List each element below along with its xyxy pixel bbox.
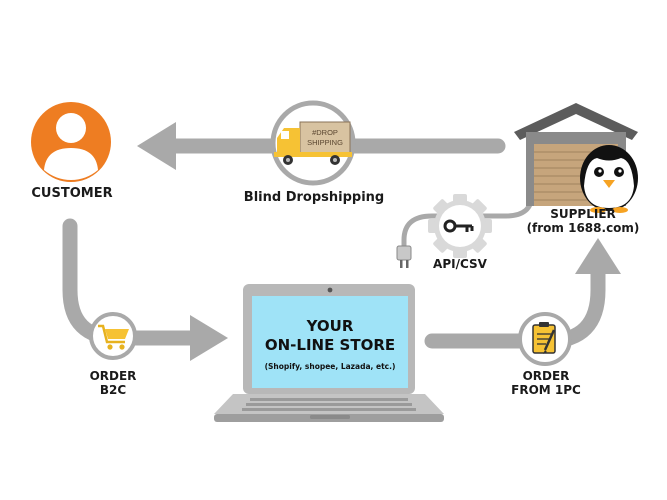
store-platforms: (Shopify, shopee, Lazada, etc.) — [264, 362, 396, 371]
key-gear-icon — [428, 194, 492, 258]
order-b2c-line2: B2C — [99, 382, 127, 397]
order-b2c-line1: ORDER — [89, 369, 137, 383]
supplier-label-line2: (from 1688.com) — [526, 220, 640, 235]
supplier-label-line1: SUPPLIER — [550, 207, 616, 221]
order-from-1pc-label: ORDER FROM 1PC — [505, 369, 587, 398]
delivery-truck-icon: #DROP SHIPPING — [270, 100, 356, 186]
api-csv-label: API/CSV — [433, 257, 487, 271]
power-plug-icon — [396, 245, 412, 268]
store-title-line2: ON-LINE STORE — [264, 336, 396, 354]
truck-label-line2: SHIPPING — [307, 138, 343, 147]
store-title: YOUR ON-LINE STORE — [252, 317, 408, 355]
penguin-icon — [580, 145, 638, 213]
shopping-cart-icon — [89, 312, 137, 360]
supplier-label: SUPPLIER (from 1688.com) — [516, 207, 650, 236]
laptop-screen — [252, 296, 408, 388]
store-title-line1: YOUR — [306, 317, 354, 335]
person-icon — [31, 102, 111, 182]
api-cable — [401, 193, 535, 246]
order-1pc-line2: FROM 1PC — [511, 382, 581, 397]
truck-label-line1: #DROP — [312, 128, 338, 137]
order-1pc-line1: ORDER — [522, 369, 570, 383]
laptop-icon — [214, 284, 444, 422]
blind-dropshipping-label: Blind Dropshipping — [243, 190, 385, 205]
customer-label: CUSTOMER — [31, 186, 113, 201]
clipboard-pencil-icon — [518, 312, 572, 366]
order-b2c-label: ORDER B2C — [82, 369, 144, 398]
